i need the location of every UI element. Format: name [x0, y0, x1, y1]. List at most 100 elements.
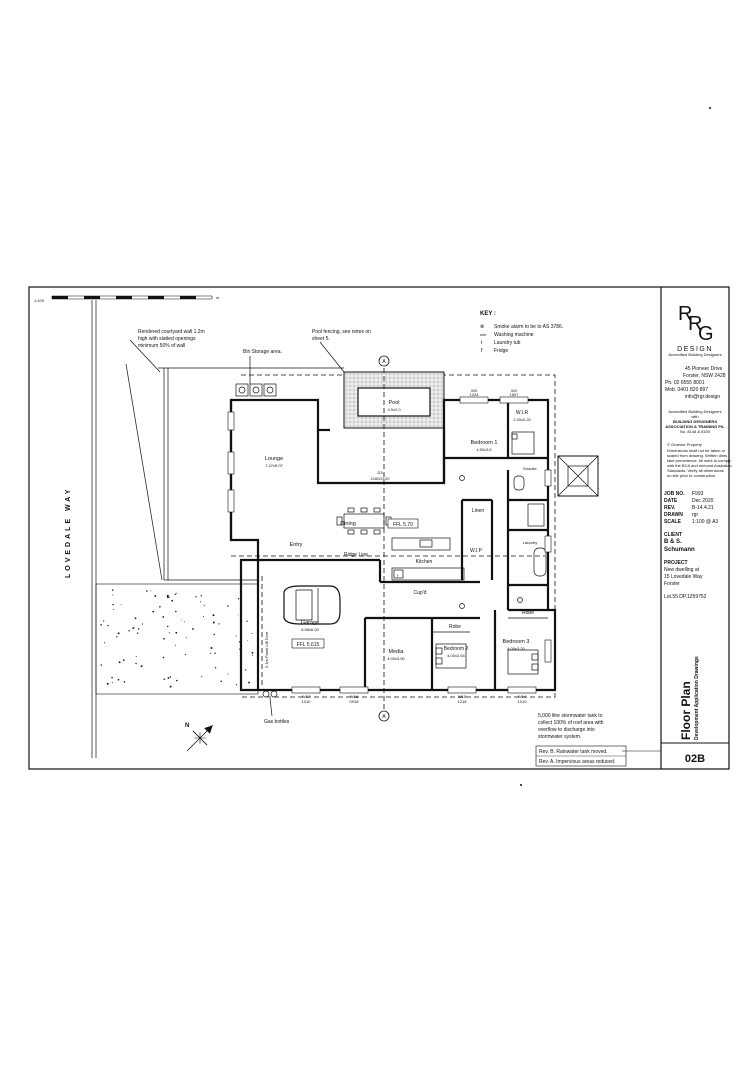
sheet-title: Floor Plan	[679, 681, 693, 740]
driveway-speckle	[106, 682, 109, 685]
section-marker-bottom	[378, 710, 390, 722]
driveway-speckle	[162, 656, 165, 659]
svg-text:collect 100% of roof area with: collect 100% of roof area with	[538, 720, 604, 726]
svg-text:f: f	[481, 348, 483, 354]
driveway-speckle	[175, 679, 178, 682]
svg-text:Rendered courtyard wall 1.2m: Rendered courtyard wall 1.2m	[138, 329, 205, 335]
room-bedroom-3: Bedroom 3	[503, 639, 530, 645]
driveway-speckle	[213, 633, 215, 636]
date: Dec 2020	[692, 498, 714, 504]
svg-text:Standards. Verify all dimensio: Standards. Verify all dimensions	[667, 468, 724, 473]
driveway-speckle	[251, 632, 253, 635]
brand-name: DESIGN	[677, 346, 713, 353]
garage-door-note: 5.1m Panel Lift Door	[264, 631, 269, 668]
level-tag-garage: FFL 5.615	[291, 638, 325, 649]
driveway-speckle	[210, 647, 213, 649]
bin-storage-note: Bin Storage area.	[243, 349, 282, 355]
room-bedroom-2: Bedroom 2	[444, 646, 469, 652]
room-lounge: Lounge	[265, 456, 283, 462]
shower	[527, 503, 545, 527]
driveway-speckle	[100, 623, 102, 626]
svg-text:Accredited Building Designers: Accredited Building Designers	[668, 409, 721, 414]
svg-text:wm: wm	[480, 332, 487, 337]
driveway-speckle	[195, 596, 197, 598]
revision-b: Rev. B. Rainwater tank moved.	[539, 749, 608, 755]
svg-text:REV.: REV.	[664, 505, 676, 511]
svg-text:high with slatted openings: high with slatted openings	[138, 336, 196, 342]
svg-text:W15: W15	[458, 694, 467, 699]
room-wir-dims: 2.40x2.20	[513, 417, 531, 422]
driveway-speckle	[122, 659, 125, 661]
scale-bar-label: 1:100	[34, 298, 45, 303]
svg-text:Smoke alarm to be to AS 3786.: Smoke alarm to be to AS 3786.	[494, 324, 563, 330]
sheet-number: 02B	[685, 753, 705, 765]
copyright-title: © Graeme Property	[667, 442, 702, 447]
ridge-line-label: Ridge Line	[344, 552, 368, 558]
svg-text:New dwelling at: New dwelling at	[664, 567, 700, 573]
svg-text:scaled from drawing. Written d: scaled from drawing. Written dims	[667, 453, 727, 458]
rrg-logo: R R G	[678, 303, 714, 345]
svg-text:0918: 0918	[350, 699, 360, 704]
room-lounge-dims: 7.47x5.07	[265, 463, 283, 468]
mobile: Mob. 0401 820 897	[665, 387, 708, 393]
driveway-speckle	[103, 642, 106, 644]
room-entry: Entry	[290, 542, 303, 548]
email: info@rgr.design	[685, 394, 720, 400]
revision-box: Rev. B. Rainwater tank moved. Rev. A. Im…	[535, 745, 627, 767]
room-media-dims: 4.00x3.50	[387, 656, 405, 661]
driveway-speckle	[203, 616, 204, 618]
room-cupd: Cup'd	[414, 590, 427, 596]
driveway-speckle	[117, 678, 120, 681]
street-name: LOVEDALE WAY	[65, 487, 72, 578]
toilet	[513, 475, 525, 491]
driveway-speckle	[133, 627, 135, 629]
driveway-speckle	[134, 617, 137, 620]
svg-text:15 Lovedale Way: 15 Lovedale Way	[664, 574, 703, 580]
driveway-speckle	[192, 628, 194, 630]
svg-text:FFL 5.70: FFL 5.70	[393, 522, 413, 528]
driveway-speckle	[212, 614, 215, 617]
room-robe-3: Robe	[522, 610, 534, 616]
driveway-speckle	[152, 610, 154, 613]
svg-text:1218: 1218	[458, 699, 468, 704]
gas-bottle	[262, 690, 270, 698]
svg-text:on site prior to construction.: on site prior to construction.	[667, 473, 716, 478]
door-d3-dims: 2160/2120	[371, 476, 391, 481]
title-block: R R G DESIGN Accredited Building Designe…	[664, 303, 732, 765]
room-bedroom-2-dims: 4.00x2.64	[447, 653, 465, 658]
svg-text:1010: 1010	[302, 699, 312, 704]
driveway-speckle	[169, 685, 172, 688]
room-dining: Dining	[340, 521, 356, 527]
svg-text:W16: W16	[350, 694, 359, 699]
legend-key: KEY : ⊗ Smoke alarm to be to AS 3786. wm…	[480, 311, 563, 354]
room-bedroom-3-dims: 4.00x3.20	[507, 646, 525, 651]
driveway-speckle	[235, 635, 237, 637]
drawn-by: rgr	[692, 512, 698, 518]
kitchen-bench	[391, 567, 465, 581]
driveway-speckle	[201, 676, 203, 678]
stormwater-note: 5,000 litre stormwater tank to collect 1…	[538, 713, 604, 740]
driveway-speckle	[140, 665, 143, 668]
scale-bar-unit: m	[216, 295, 220, 300]
scale: 1:100 @ A3	[692, 519, 718, 525]
driveway-speckle	[137, 628, 140, 630]
svg-text:⊗: ⊗	[480, 324, 484, 330]
driveway-speckle	[171, 599, 174, 602]
driveway-speckle	[237, 598, 240, 600]
room-media: Media	[389, 649, 405, 655]
driveway-speckle	[200, 595, 202, 597]
driveway-speckle	[146, 590, 148, 592]
driveway-area	[95, 583, 259, 695]
svg-text:Laundry tub: Laundry tub	[494, 340, 521, 346]
stormwater-tank	[557, 455, 599, 497]
driveway-speckle	[162, 616, 165, 618]
driveway-speckle	[209, 652, 211, 654]
svg-text:f: f	[397, 573, 399, 578]
kitchen-island	[391, 537, 451, 551]
driveway-speckle	[180, 619, 182, 621]
driveway-speckle	[251, 651, 254, 654]
driveway-speckle	[235, 684, 238, 686]
brand-sub: Accredited Building Designers	[668, 352, 721, 357]
driveway-speckle	[237, 614, 239, 616]
revision-a: Rev. A. Impervious areas reduced.	[539, 759, 615, 765]
